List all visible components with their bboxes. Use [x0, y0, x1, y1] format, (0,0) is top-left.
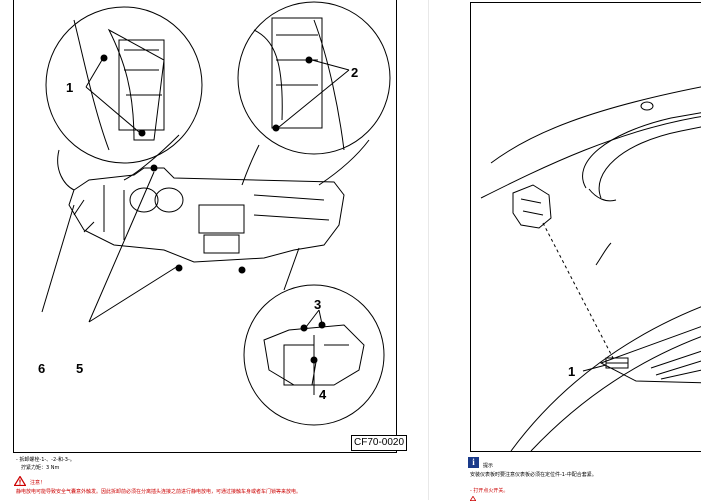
note-label: 注意！ — [30, 480, 46, 486]
warning-triangle-icon — [14, 476, 26, 486]
torque-spec: 拧紧力矩：3 Nm — [21, 465, 60, 471]
callout-5: 5 — [76, 361, 84, 376]
callout-2: 2 — [351, 65, 359, 80]
note-body: 静电放电可能导致安全气囊意外触发。因此拆卸前必须在分离插头连接之前进行静电放电，… — [16, 489, 302, 495]
callout-6: 6 — [38, 361, 46, 376]
tip-label: 提示 — [483, 463, 494, 469]
locator-callout-1: 1 — [568, 364, 576, 379]
dashboard-removal-figure: 1 2 3 4 5 6 CF70-0020 — [13, 0, 407, 453]
removal-step: - 拆卸螺栓-1-、-2-和-3-。 — [16, 457, 75, 463]
info-icon: i — [468, 457, 479, 468]
figure-code: CF70-0020 — [351, 435, 407, 451]
page-separator — [428, 0, 429, 500]
tip-body: 安装仪表板时要注意仪表板必须在定位件-1-中配合套紧。 — [470, 472, 597, 478]
dashboard-line-drawing — [41, 1, 391, 426]
callout-1: 1 — [66, 80, 74, 95]
callout-4: 4 — [319, 387, 327, 402]
callout-3: 3 — [314, 297, 322, 312]
ignition-step: - 打开点火开关。 — [470, 488, 509, 494]
dashboard-locator-figure: 1 — [470, 2, 701, 452]
locator-line-drawing — [480, 86, 701, 451]
warning-triangle-small-icon — [470, 496, 476, 501]
